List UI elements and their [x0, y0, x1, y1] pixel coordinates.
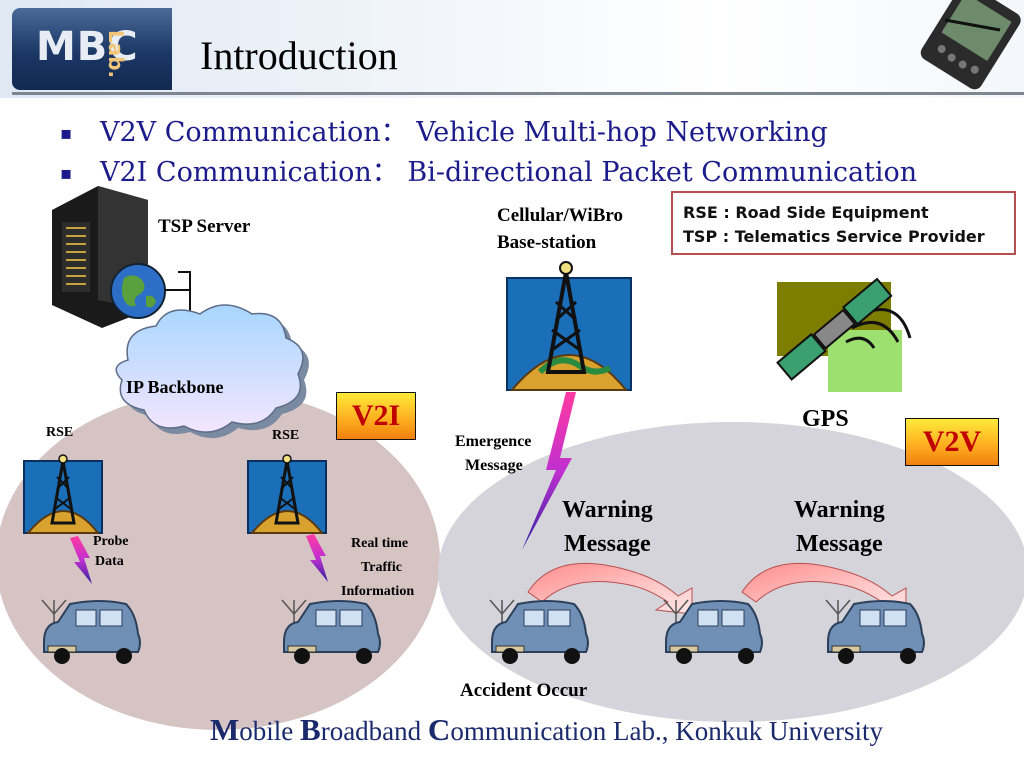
- bullet-text: V2V Communication： Vehicle Multi-hop Net…: [100, 117, 828, 148]
- server-link-line: [165, 271, 191, 291]
- car-icon: [825, 599, 925, 664]
- realtime-label-3: Information: [341, 584, 415, 599]
- probe-data-label-2: Data: [95, 554, 124, 569]
- legend-box: RSE : Road Side Equipment TSP : Telemati…: [671, 191, 1016, 255]
- v2v-badge: V2V: [905, 418, 999, 466]
- bullet-v2v: ▪ V2V Communication： Vehicle Multi-hop Ne…: [60, 110, 828, 149]
- globe-icon: [110, 263, 166, 319]
- car-icon: [281, 599, 381, 664]
- logo-text: MBC: [36, 24, 139, 70]
- gps-label: GPS: [802, 406, 849, 432]
- logo-panel: [12, 8, 172, 90]
- footer-text: Mobile Broadband Communication Lab., Kon…: [210, 712, 883, 747]
- page-title: Introduction: [200, 33, 398, 78]
- base-station-label-1: Cellular/WiBro: [497, 205, 623, 226]
- realtime-label-2: Traffic: [361, 560, 402, 575]
- car-icon: [663, 599, 763, 664]
- v2i-badge: V2I: [336, 392, 416, 440]
- rse-label-left: RSE: [46, 425, 74, 440]
- emergence-label-1: Emergence: [455, 433, 532, 450]
- base-station-label-2: Base-station: [497, 232, 597, 253]
- rse-tower-icon: [23, 454, 103, 534]
- tsp-server-label: TSP Server: [158, 216, 251, 237]
- bullet-marker: ▪: [60, 123, 73, 144]
- warning-label-2b: Message: [796, 531, 883, 557]
- warning-label-1b: Message: [564, 531, 651, 557]
- rse-tower-icon: [247, 454, 327, 534]
- rse-label-right: RSE: [272, 428, 300, 443]
- warning-label-1a: Warning: [562, 497, 653, 523]
- lightning-icon: [306, 534, 328, 582]
- lightning-icon: [70, 536, 92, 584]
- gps-satellite-icon: [776, 277, 912, 392]
- emergence-label-2: Message: [465, 457, 523, 474]
- ip-backbone-label: IP Backbone: [126, 377, 224, 397]
- v2v-region: [438, 422, 1024, 722]
- car-icon: [41, 599, 141, 664]
- lightning-icon: [522, 392, 576, 550]
- bullet-v2i: ▪ V2I Communication： Bi-directional Packe…: [60, 150, 917, 189]
- base-station-tower-icon: [506, 261, 632, 391]
- realtime-label-1: Real time: [351, 536, 409, 551]
- warning-label-2a: Warning: [794, 497, 885, 523]
- pda-icon: [920, 0, 1021, 90]
- header-divider: [12, 92, 1024, 95]
- accident-label: Accident Occur: [460, 680, 588, 701]
- cloud-icon: [115, 304, 309, 439]
- bullet-text: V2I Communication： Bi-directional Packet…: [100, 157, 918, 188]
- car-icon: [489, 599, 589, 664]
- bullet-marker: ▪: [60, 163, 73, 184]
- legend-tsp: TSP : Telematics Service Provider: [683, 227, 985, 246]
- legend-rse: RSE : Road Side Equipment: [683, 203, 929, 222]
- probe-data-label-1: Probe: [93, 534, 129, 549]
